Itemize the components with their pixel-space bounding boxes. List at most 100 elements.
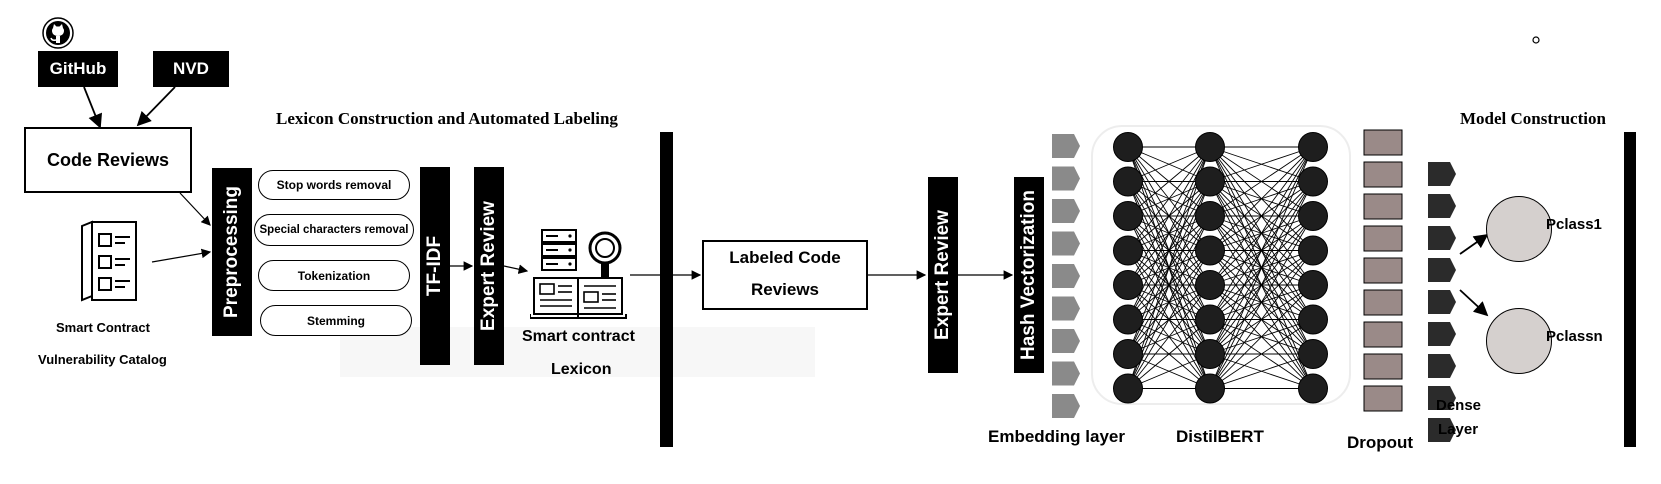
step-stemming: Stemming xyxy=(260,305,412,336)
pclass1-label: Pclass1 xyxy=(1546,216,1602,233)
dropout-unit xyxy=(1363,225,1403,252)
network-node xyxy=(1195,201,1225,231)
network-edge xyxy=(1127,319,1211,389)
network-node xyxy=(1195,270,1225,300)
reviews-to-preprocessing-arrow xyxy=(179,192,211,226)
dense-unit xyxy=(1428,226,1456,250)
dense-unit xyxy=(1428,386,1456,410)
lexicon-separator-bar xyxy=(660,132,673,447)
dense-unit xyxy=(1428,418,1456,442)
nvd-source-box: NVD xyxy=(153,51,229,87)
network-node xyxy=(1113,270,1143,300)
expert-review-label: Expert Review xyxy=(478,201,499,331)
network-node xyxy=(1195,235,1225,266)
embedding-layer-label: Embedding layer xyxy=(988,427,1125,446)
hash-vectorization-box: Hash Vectorization xyxy=(1014,177,1044,373)
network-node xyxy=(1298,270,1328,300)
catalog-label-line1: Smart Contract xyxy=(56,320,150,335)
dropout-label: Dropout xyxy=(1347,433,1414,452)
preprocessing-label: Preprocessing xyxy=(221,186,242,318)
embedding-token xyxy=(1052,329,1080,353)
expert-review-2-box: Expert Review xyxy=(928,177,958,373)
embedding-token xyxy=(1052,166,1080,191)
tfidf-label: TF-IDF xyxy=(424,235,445,297)
network-node xyxy=(1113,201,1143,231)
dense-to-pclassn-arrow xyxy=(1459,289,1489,317)
pclass1-node xyxy=(1486,196,1552,262)
network-edge xyxy=(1209,146,1314,182)
dropout-unit xyxy=(1363,129,1403,156)
embedding-token xyxy=(1052,264,1080,288)
nvd-to-reviews-arrow xyxy=(136,86,176,127)
network-node xyxy=(1113,235,1143,266)
dense-label-line2: Layer xyxy=(1438,421,1479,438)
embedding-token xyxy=(1052,394,1080,418)
labeled-reviews-line1: Labeled Code xyxy=(729,248,841,267)
network-node xyxy=(1298,373,1328,404)
distilbert-label: DistilBERT xyxy=(1176,427,1264,446)
embedding-token xyxy=(1052,231,1080,256)
network-nodes xyxy=(1113,132,1328,404)
expert-review-2-label: Expert Review xyxy=(932,210,953,340)
lexicon-label-line1: Smart contract xyxy=(522,328,635,345)
dropout-unit xyxy=(1363,353,1403,380)
network-edge xyxy=(1127,146,1211,217)
step-tokenization: Tokenization xyxy=(258,260,410,291)
document-checklist-icon xyxy=(78,220,140,304)
dropout-unit xyxy=(1363,289,1403,316)
dropout-unit xyxy=(1363,193,1403,220)
lexicon-section-title: Lexicon Construction and Automated Label… xyxy=(276,109,618,128)
network-node xyxy=(1195,373,1225,404)
network-edge xyxy=(1127,146,1211,251)
github-label: GitHub xyxy=(49,59,107,78)
tfidf-box: TF-IDF xyxy=(420,167,450,365)
dense-layer-shapes xyxy=(1428,162,1456,442)
network-edge xyxy=(1209,146,1314,355)
labeled-reviews-line2: Reviews xyxy=(750,280,820,299)
embedding-token xyxy=(1052,134,1080,158)
network-edge xyxy=(1209,146,1314,320)
network-node xyxy=(1113,132,1143,162)
embedding-token xyxy=(1052,296,1080,321)
dense-unit xyxy=(1428,162,1456,186)
network-node xyxy=(1113,339,1143,369)
network-node xyxy=(1195,304,1225,335)
dense-unit xyxy=(1428,194,1456,218)
network-edge xyxy=(1209,319,1314,389)
dense-unit xyxy=(1428,258,1456,282)
network-edge xyxy=(1127,284,1211,389)
lexicon-icon xyxy=(529,228,630,322)
network-node xyxy=(1298,201,1328,231)
network-node xyxy=(1113,166,1143,197)
network-node xyxy=(1298,132,1328,162)
pclassn-node xyxy=(1486,308,1552,374)
catalog-label-line2: Vulnerability Catalog xyxy=(38,352,167,367)
network-edge xyxy=(1209,181,1314,389)
expert-review-box: Expert Review xyxy=(474,167,504,365)
embedding-token xyxy=(1052,199,1080,223)
network-edge xyxy=(1127,146,1211,286)
network-node xyxy=(1298,166,1328,197)
network-edge xyxy=(1209,250,1314,389)
preprocessing-box: Preprocessing xyxy=(212,168,252,336)
dense-unit xyxy=(1428,354,1456,378)
network-node xyxy=(1195,132,1225,162)
network-node xyxy=(1113,373,1143,404)
step-stop-words: Stop words removal xyxy=(258,170,410,200)
network-edge xyxy=(1209,284,1314,389)
dropout-layer-shapes xyxy=(1363,129,1403,412)
step-special-characters: Special characters removal xyxy=(254,214,414,246)
distilbert-panel xyxy=(1091,125,1351,405)
hash-vectorization-label: Hash Vectorization xyxy=(1018,190,1039,360)
nvd-label: NVD xyxy=(173,59,209,78)
network-edge xyxy=(1209,215,1314,389)
dense-to-pclass1-arrow xyxy=(1459,233,1489,255)
network-node xyxy=(1298,235,1328,266)
pclassn-label: Pclassn xyxy=(1546,328,1603,345)
network-node xyxy=(1195,339,1225,369)
network-edge xyxy=(1209,146,1314,286)
small-marker-circle xyxy=(1532,36,1540,44)
dense-unit xyxy=(1428,290,1456,314)
lexicon-label-line2: Lexicon xyxy=(551,361,612,378)
network-edge xyxy=(1209,146,1314,389)
